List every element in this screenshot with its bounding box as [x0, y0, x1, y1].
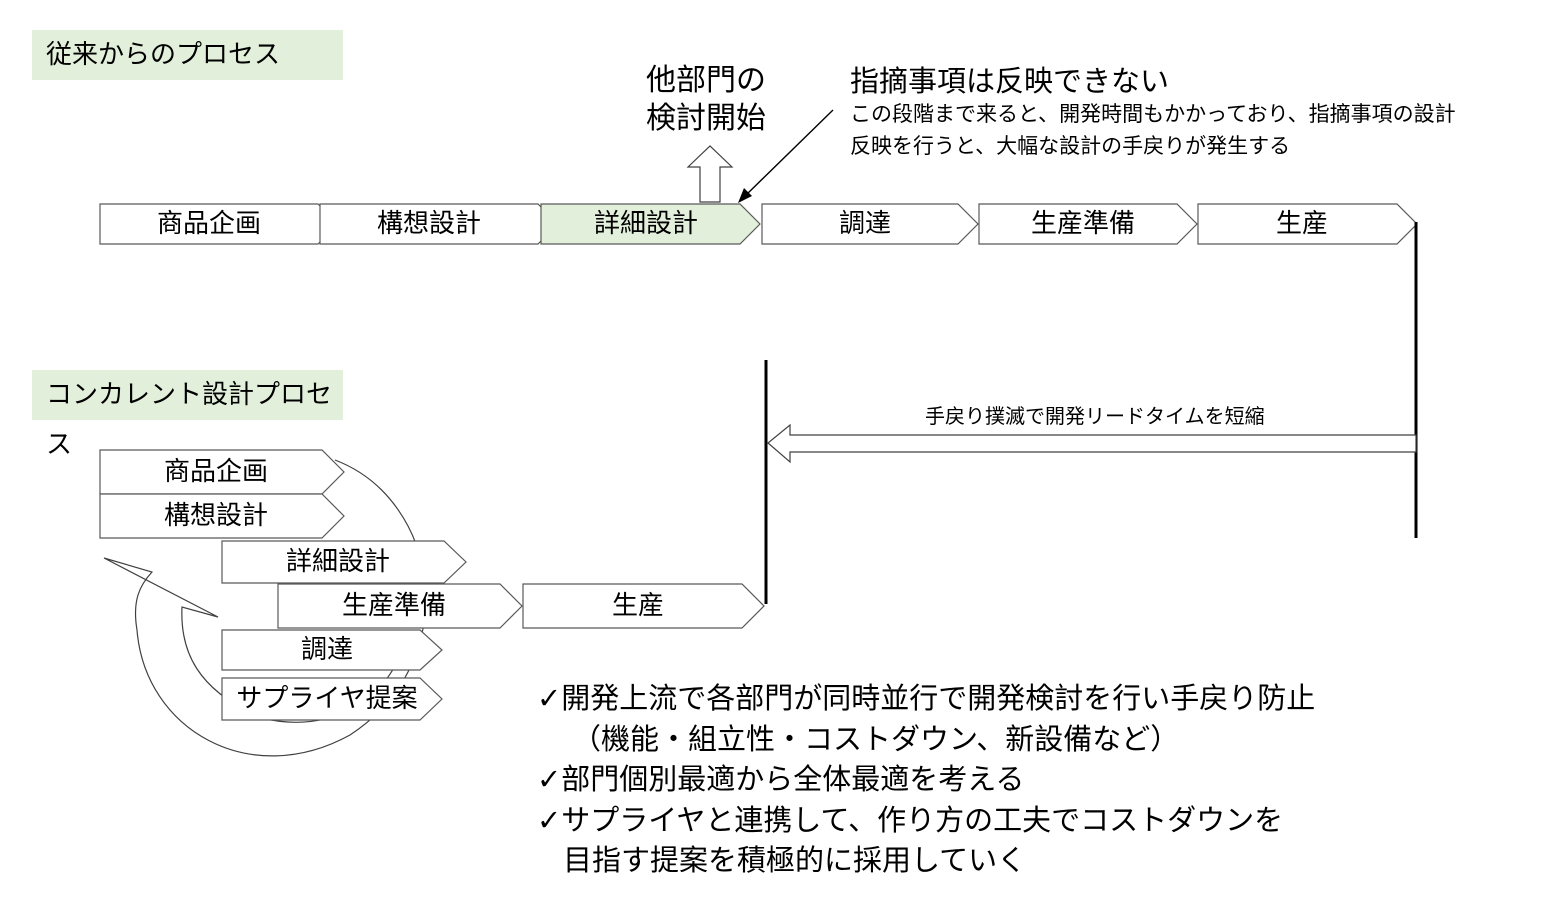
concurrent-process-label: コンカレント設計プロセス: [32, 370, 343, 460]
conc-step-supplier-shape: [221, 677, 443, 721]
note-pointer-line: [744, 109, 834, 197]
benefit-1-line2: （機能・組立性・コストダウン、新設備など）: [572, 722, 1180, 756]
note-pointer-head: [738, 188, 752, 203]
issue-note-line1: この段階まで来ると、開発時間もかかっており、指摘事項の設計: [850, 102, 1456, 126]
other-dept-line2: 検討開始: [646, 101, 766, 136]
trad-step-production-shape: [1197, 203, 1418, 245]
conc-step-procurement-shape: [221, 629, 443, 671]
other-dept-line1: 他部門の: [646, 63, 766, 98]
trad-step-detail-shape: [540, 203, 761, 245]
benefit-3-line2: 目指す提案を積極的に採用していく: [563, 843, 1027, 877]
benefit-3-line1: ✓サプライヤと連携して、作り方の工夫でコストダウンを: [537, 803, 1284, 837]
issue-note-title: 指摘事項は反映できない: [850, 64, 1170, 98]
issue-note-line2: 反映を行うと、大幅な設計の手戻りが発生する: [850, 134, 1291, 158]
conc-step-detail-shape: [221, 540, 467, 584]
lead-time-arrow: [767, 423, 1417, 464]
conc-step-concept-shape: [99, 493, 345, 539]
trad-step-planning-shape: [99, 203, 339, 245]
lead-time-note: 手戻り撲滅で開発リードタイムを短縮: [925, 404, 1265, 428]
trad-step-prep-shape: [978, 203, 1198, 245]
conc-step-planning-shape: [99, 449, 345, 495]
up-arrow: [686, 145, 734, 203]
trad-step-concept-shape: [319, 203, 559, 245]
benefit-1-line1: ✓開発上流で各部門が同時並行で開発検討を行い手戻り防止: [537, 681, 1316, 715]
trad-step-procurement-shape: [761, 203, 979, 245]
conc-step-prep-shape: [277, 583, 523, 629]
traditional-process-label: 従来からのプロセス: [32, 30, 343, 80]
conc-step-production-shape: [522, 583, 765, 629]
benefit-2: ✓部門個別最適から全体最適を考える: [537, 762, 1025, 796]
